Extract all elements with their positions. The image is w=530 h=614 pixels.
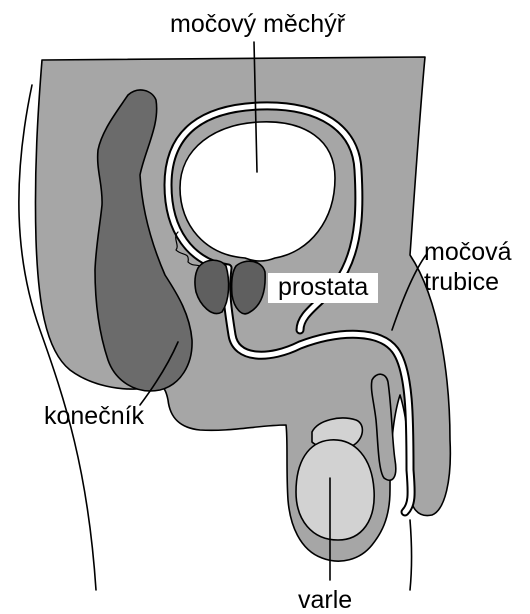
testis bbox=[296, 440, 374, 540]
label-urethra: močová trubice bbox=[424, 237, 512, 297]
thigh-outline-right bbox=[410, 520, 412, 590]
label-testis: varle bbox=[298, 586, 352, 614]
label-urethra-line1: močová bbox=[424, 237, 512, 267]
label-bladder: močový měchýř bbox=[170, 10, 345, 38]
label-prostate: prostata bbox=[268, 273, 378, 303]
label-rectum: konečník bbox=[44, 402, 144, 430]
label-urethra-line2: trubice bbox=[424, 267, 512, 297]
